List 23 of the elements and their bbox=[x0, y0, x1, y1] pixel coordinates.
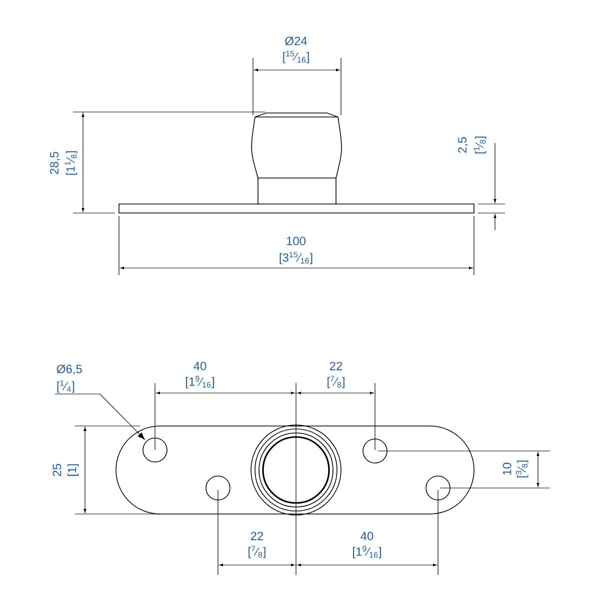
leader-line bbox=[54, 394, 145, 440]
hole bbox=[142, 438, 168, 462]
dimension-label: 25 bbox=[52, 464, 62, 476]
dimension-label: 22 bbox=[250, 532, 264, 540]
callout-label: Ø6,5 [$^{1}$⁄$_{4}$] bbox=[56, 364, 82, 393]
dimension-label: 40 bbox=[194, 362, 206, 370]
dimension-label: 100 bbox=[286, 236, 306, 246]
dimension-label: [$^{3}$⁄$_{8}$] bbox=[516, 460, 528, 478]
dimension-label: [$^{15}$⁄$_{16}$] bbox=[283, 50, 309, 64]
dimension-label: [$^{7}$⁄$_{8}$] bbox=[328, 376, 344, 388]
dimension-label: [1$^{9}$⁄$_{16}$] bbox=[353, 546, 381, 558]
dimension-label: 2,5 bbox=[458, 137, 468, 153]
dimension-label: [$^{7}$⁄$_{8}$] bbox=[248, 546, 266, 558]
dimension-label: [1] bbox=[67, 464, 79, 476]
dimension-label: 10 bbox=[502, 462, 512, 475]
dimension-label: [1$^{9}$⁄$_{16}$] bbox=[186, 376, 214, 388]
dimension-label: Ø24 bbox=[285, 36, 307, 46]
dimension-label: 28,5 bbox=[50, 152, 60, 174]
dimension-label: [$^{1}$⁄$_{8}$] bbox=[474, 136, 486, 154]
dimension-label: [1$^{1}$⁄$_{8}$] bbox=[64, 151, 78, 175]
dimension-label: [3$^{15}$⁄$_{16}$] bbox=[280, 252, 312, 264]
dimension-label: 22 bbox=[330, 362, 342, 370]
dimension-label: 40 bbox=[360, 532, 374, 540]
